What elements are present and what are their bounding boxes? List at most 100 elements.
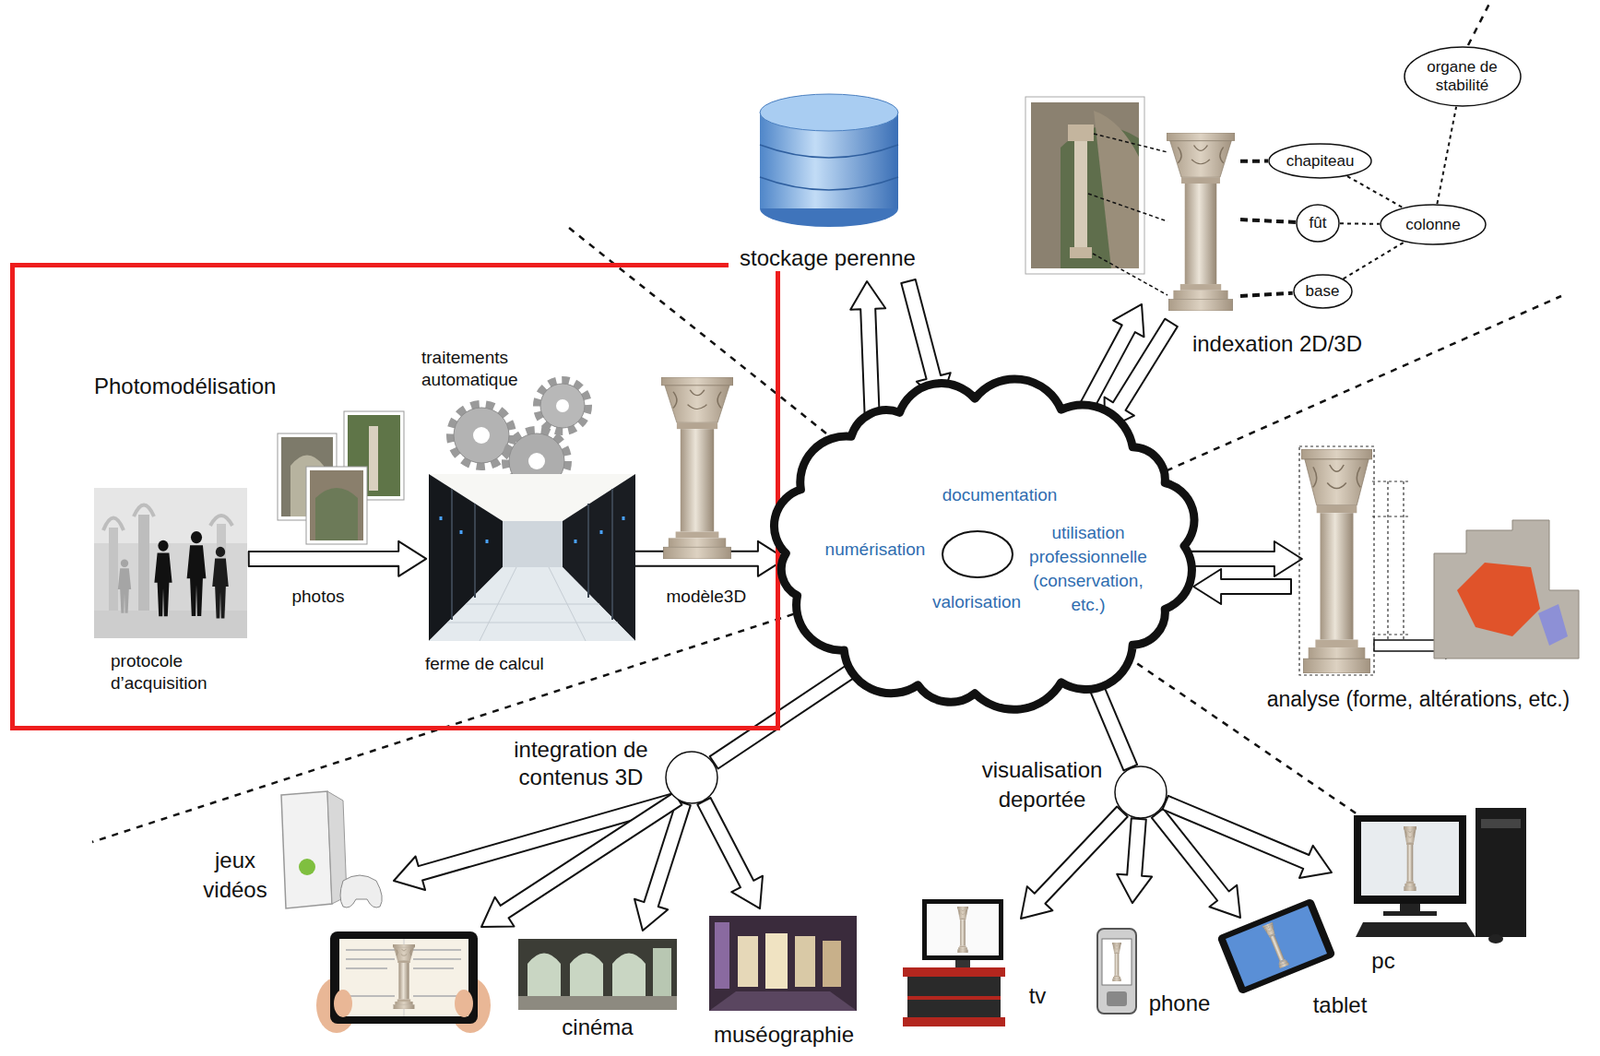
caption-label: tablet xyxy=(1298,991,1382,1019)
ellipse-outline xyxy=(1380,204,1486,245)
cinema-photo xyxy=(518,938,677,1010)
acquisition-scene xyxy=(94,487,248,639)
caption-label: traitements automatique xyxy=(421,346,560,392)
pc-computer xyxy=(1488,934,1504,944)
gears-icon xyxy=(540,383,585,428)
tv-set xyxy=(955,960,971,968)
pc-computer xyxy=(1355,922,1476,937)
concept-ellipse: colonne xyxy=(1379,203,1487,246)
database-icon xyxy=(759,144,899,190)
indexing-item: indexation 2D/3D xyxy=(1019,90,1241,363)
cloister-photo xyxy=(1093,110,1139,269)
hub-circle xyxy=(1114,766,1167,818)
distribution-hub: visualisation deportée xyxy=(963,751,1172,826)
flow-arrow xyxy=(1193,568,1292,605)
server-room-photo xyxy=(502,521,563,568)
ipad-reader xyxy=(330,931,478,1024)
tv-set xyxy=(907,995,1001,1000)
pc-computer xyxy=(1383,911,1437,916)
ipad-reader xyxy=(339,938,469,1017)
text-holder: documentation xyxy=(925,484,1074,506)
cloud-label: utilisation professionnelle (conservatio… xyxy=(1019,521,1158,617)
photo-thumbnails xyxy=(368,426,379,491)
cinema-photo xyxy=(518,938,677,1010)
museum-photo xyxy=(822,940,842,987)
concept-ellipse: base xyxy=(1292,273,1353,309)
device-item: tv xyxy=(899,894,1061,1033)
edge-label: photos xyxy=(288,585,347,608)
tv-set xyxy=(926,903,999,956)
output-item: jeux vidéos xyxy=(184,788,397,913)
caption-label: cinéma xyxy=(516,1013,679,1041)
flow-arrow xyxy=(1020,806,1128,920)
damage-map xyxy=(1538,604,1568,646)
server-room-photo xyxy=(428,474,636,641)
caption-label: integration de contenus 3D xyxy=(493,735,669,792)
tv-set xyxy=(922,899,1004,960)
photo-thumbnails xyxy=(315,487,358,541)
gears-icon xyxy=(473,426,490,444)
pc-computer xyxy=(1353,807,1527,944)
museum-photo xyxy=(709,915,857,1011)
cloud-outline xyxy=(773,379,1195,710)
leader-line xyxy=(1088,193,1168,222)
relation-line xyxy=(1240,219,1296,223)
leader-line xyxy=(1088,133,1168,296)
central-cloud: documentation numérisation utilisation pro… xyxy=(765,378,1205,714)
text-holder: visualisation deportée xyxy=(963,755,1121,815)
device-item: pc xyxy=(1346,802,1531,983)
acquisition-scene xyxy=(212,546,229,619)
pc-computer xyxy=(1353,815,1467,904)
edge-label: modèle3D xyxy=(663,585,750,608)
processing-step: traitements automatique ferme de calcul xyxy=(419,343,641,685)
gears-icon xyxy=(537,380,588,431)
ipad-reader xyxy=(392,944,415,1009)
cloister-photo xyxy=(1031,102,1139,269)
text-holder: protocole d’acquisition xyxy=(110,650,249,695)
device-item: phone xyxy=(1092,922,1213,1024)
gears-icon xyxy=(450,404,512,466)
relation-line xyxy=(1343,241,1405,279)
concept-label: organe de stabilité xyxy=(1416,58,1509,95)
server-room-photo xyxy=(451,488,613,620)
tv-set xyxy=(902,1017,1006,1027)
caption-label: phone xyxy=(1146,989,1213,1017)
ellipse-outline xyxy=(1404,47,1521,107)
game-console xyxy=(281,791,332,909)
flow-arrow xyxy=(1182,541,1303,577)
phone-device xyxy=(1112,942,1122,982)
cloud-label: numérisation xyxy=(815,538,936,560)
pc-computer xyxy=(1361,821,1459,896)
tablet-device xyxy=(1216,897,1336,995)
tablet-device xyxy=(1216,897,1336,995)
tablet-device xyxy=(1225,905,1328,987)
text-holder: muséographie xyxy=(705,1020,863,1048)
text-holder: Photomodélisation xyxy=(94,372,334,400)
concept-ellipse: organe de stabilité xyxy=(1403,46,1522,107)
relation-line xyxy=(1240,160,1269,162)
tablet-device xyxy=(1262,922,1291,970)
analysis-item: analyse (forme, altérations, etc.) xyxy=(1246,442,1590,720)
ellipse-outline xyxy=(1296,204,1340,242)
caption-label: jeux vidéos xyxy=(189,845,282,905)
flow-arrow xyxy=(1162,795,1332,878)
column-analysis xyxy=(1301,449,1373,674)
relation-line xyxy=(1240,219,1296,223)
concept-label: chapiteau xyxy=(1286,152,1355,171)
cloud-label: valorisation xyxy=(916,591,1037,613)
dimension-lines xyxy=(1299,446,1375,676)
ipad-reader xyxy=(454,989,474,1018)
gears-icon xyxy=(453,407,510,463)
game-console xyxy=(281,791,382,909)
caption-label: visualisation deportée xyxy=(963,755,1121,815)
relation-line xyxy=(1240,293,1293,297)
pc-computer xyxy=(1475,807,1527,937)
text-holder: jeux vidéos xyxy=(189,845,282,905)
text-holder: tv xyxy=(1019,982,1056,1009)
gears-icon xyxy=(528,452,546,470)
relation-line xyxy=(1347,176,1403,208)
dimension-lines xyxy=(1386,481,1388,651)
text-holder: ferme de calcul xyxy=(425,652,629,675)
text-holder: photos xyxy=(288,585,347,608)
relation-line xyxy=(1240,293,1293,297)
